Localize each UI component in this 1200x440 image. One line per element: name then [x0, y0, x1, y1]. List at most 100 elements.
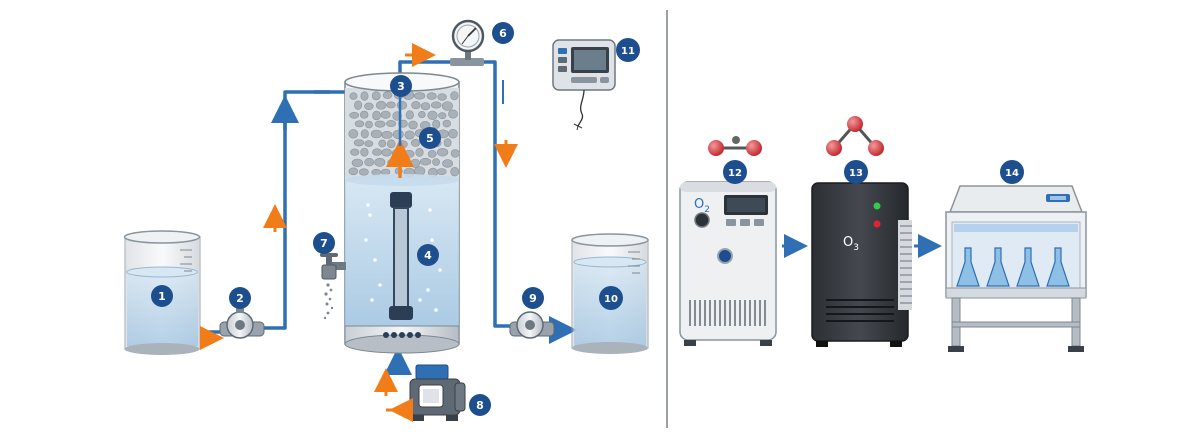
callout-badges: 1 2 3 4 5 6 7 8 9 10 11 12 13 14 — [151, 22, 1024, 416]
pebble — [378, 139, 387, 148]
svg-text:9: 9 — [529, 292, 537, 305]
pebble — [374, 120, 386, 128]
svg-text:2: 2 — [236, 292, 244, 305]
pebble — [410, 138, 420, 147]
o3-label: O3 — [843, 235, 859, 253]
pebble — [413, 92, 426, 100]
pebble — [450, 149, 460, 158]
badge-5: 5 — [419, 127, 441, 149]
bubble — [418, 298, 422, 302]
pebble — [396, 101, 408, 110]
air-bubbles — [364, 203, 442, 312]
pebble — [432, 119, 441, 129]
effluent-tank — [571, 233, 649, 354]
pebble — [415, 147, 424, 157]
bubble — [428, 208, 432, 212]
pebble — [418, 111, 426, 119]
badge-6: 6 — [492, 22, 514, 44]
pebble — [432, 158, 440, 166]
bubble — [426, 288, 430, 292]
pebble — [427, 110, 438, 120]
pebble — [448, 109, 458, 119]
packed-column — [344, 72, 460, 354]
pebble — [364, 140, 374, 147]
svg-text:4: 4 — [424, 249, 432, 262]
pebble — [437, 148, 449, 157]
pebble — [450, 167, 460, 177]
flask — [986, 247, 1010, 287]
pebble — [354, 100, 363, 110]
pebble — [430, 101, 442, 109]
fume-hood — [945, 185, 1087, 352]
pipe-gauge-to-pump9 — [482, 60, 512, 328]
svg-text:3: 3 — [397, 80, 405, 93]
pebble — [387, 158, 398, 167]
pebble — [380, 110, 391, 119]
bubble — [368, 213, 372, 217]
air-compressor — [409, 364, 466, 421]
flask — [1046, 247, 1070, 287]
oxygen-molecule-icon — [708, 136, 762, 156]
pebble — [372, 148, 382, 156]
pebble — [348, 167, 359, 176]
pebble — [420, 102, 431, 111]
badge-2: 2 — [229, 287, 251, 309]
o2-label: O2 — [694, 197, 710, 215]
pebble — [386, 139, 396, 149]
pebble — [360, 147, 369, 157]
vent-grille — [689, 300, 766, 326]
pebble — [360, 91, 369, 101]
svg-text:8: 8 — [476, 399, 484, 412]
bubble — [366, 203, 370, 207]
pebble — [364, 158, 375, 167]
pebble — [410, 158, 420, 168]
glassware — [956, 247, 1070, 287]
pebble — [380, 168, 391, 176]
svg-text:12: 12 — [728, 168, 742, 179]
badge-4: 4 — [417, 244, 439, 266]
badge-11: 11 — [616, 38, 640, 62]
pebble — [414, 166, 426, 176]
badge-12: 12 — [723, 160, 747, 184]
pebble — [350, 148, 360, 156]
badge-14: 14 — [1000, 160, 1024, 184]
svg-text:7: 7 — [320, 237, 328, 250]
pebble — [353, 139, 365, 147]
svg-text:6: 6 — [499, 27, 507, 40]
svg-text:13: 13 — [849, 168, 863, 179]
controller-unit — [552, 39, 616, 131]
svg-text:14: 14 — [1005, 168, 1019, 179]
oxygen-generator: O2 — [679, 181, 777, 346]
pebble — [371, 91, 381, 101]
svg-text:10: 10 — [604, 294, 618, 305]
pebble — [381, 130, 393, 139]
pebble — [370, 129, 383, 139]
pebble — [450, 91, 459, 101]
pebble — [437, 93, 447, 101]
pebble — [348, 129, 359, 139]
pebble — [404, 130, 415, 140]
flask — [1016, 247, 1040, 287]
pebble — [442, 159, 453, 168]
feed-pump — [219, 307, 265, 339]
pebble — [436, 168, 447, 175]
ozone-molecule-icon — [826, 116, 884, 156]
bubble — [370, 298, 374, 302]
pebble — [365, 120, 373, 129]
bubble — [434, 308, 438, 312]
badge-13: 13 — [844, 160, 868, 184]
pebble — [360, 110, 369, 119]
pebble — [364, 102, 374, 111]
pebble — [349, 112, 360, 119]
effluent-pump — [509, 311, 555, 339]
bubble — [378, 283, 382, 287]
bubble — [364, 238, 368, 242]
pebble — [427, 150, 437, 158]
pebble — [382, 91, 393, 99]
pebble — [351, 158, 364, 168]
flask — [956, 247, 980, 287]
sampling-tap — [320, 253, 346, 320]
pebble — [374, 157, 386, 167]
pebble — [408, 120, 418, 130]
